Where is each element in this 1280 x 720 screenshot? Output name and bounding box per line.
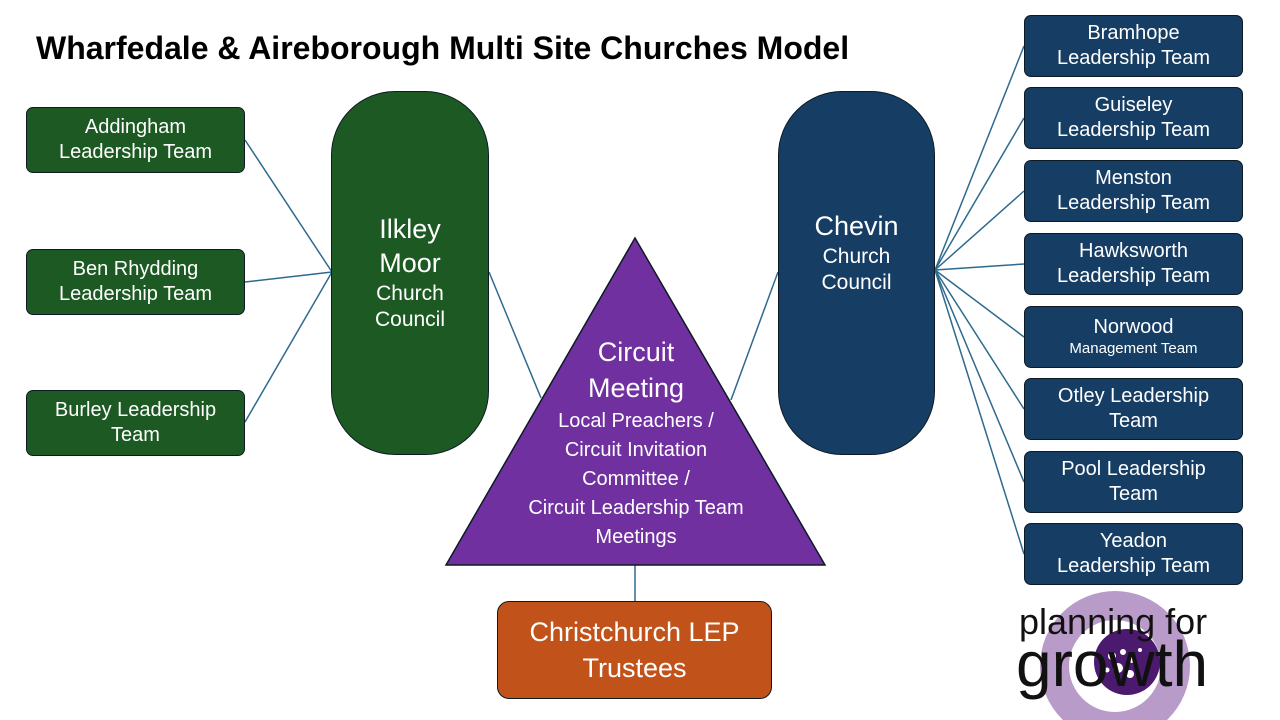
box-line: Team xyxy=(1109,410,1158,432)
box-line: Leadership Team xyxy=(1056,192,1211,214)
pill-line: Council xyxy=(821,270,892,294)
chevin-church-council: Chevin Church Council xyxy=(778,91,935,455)
box-line: Guiseley xyxy=(1094,94,1173,116)
logo-line-1: planning for xyxy=(1019,601,1207,642)
connector-hawksworth xyxy=(934,263,1025,271)
logo-line-2: growth xyxy=(1016,628,1208,700)
tri-line: Committee / xyxy=(582,467,690,490)
tri-line: Circuit Leadership Team xyxy=(528,496,744,519)
box-line: Otley Leadership xyxy=(1057,385,1210,407)
connector-norwood xyxy=(934,269,1025,338)
box-line: Leadership Team xyxy=(1056,47,1211,69)
connector-guiseley xyxy=(934,117,1025,271)
page-title: Wharfedale & Aireborough Multi Site Chur… xyxy=(36,30,850,66)
lep-line: Christchurch LEP xyxy=(529,616,740,647)
box-line: Ben Rhydding xyxy=(72,258,199,280)
box-line: Yeadon xyxy=(1099,530,1168,552)
box-line: Leadership Team xyxy=(58,283,213,305)
connector-menston xyxy=(934,190,1025,271)
connector-addingham xyxy=(244,139,333,273)
pill-line: Church xyxy=(376,281,444,305)
box-line: Norwood xyxy=(1093,316,1174,339)
lep-line: Trustees xyxy=(582,653,687,683)
box-line: Addingham xyxy=(84,116,187,138)
box-line: Bramhope xyxy=(1087,22,1180,44)
box-line: Leadership Team xyxy=(1056,555,1211,577)
pill-line: Church xyxy=(822,244,891,268)
connector-burley xyxy=(244,271,333,423)
planning-for-growth-logo: planning for growth xyxy=(1016,591,1208,720)
connector-bramhope xyxy=(934,45,1025,271)
tri-line: Circuit Invitation xyxy=(564,438,708,461)
connector-yeadon xyxy=(934,269,1025,555)
tri-line: Meetings xyxy=(595,525,677,548)
connector-chevin-circuit xyxy=(730,271,779,401)
pill-line: Council xyxy=(374,307,446,331)
circuit-meeting-triangle xyxy=(444,236,827,566)
box-line: Team xyxy=(111,424,160,446)
pill-line: Chevin xyxy=(814,210,899,241)
tri-line: Meeting xyxy=(587,373,685,404)
box-line: Hawksworth xyxy=(1079,240,1188,262)
box-line: Leadership Team xyxy=(58,141,213,163)
box-line: Pool Leadership xyxy=(1061,458,1206,480)
pill-line: Moor xyxy=(379,247,441,278)
connector-pool xyxy=(934,269,1025,483)
box-line: Team xyxy=(1109,483,1158,505)
box-line-small: Management Team xyxy=(1069,340,1198,358)
box-line: Menston xyxy=(1095,167,1172,189)
pill-line: Ilkley xyxy=(379,214,441,244)
connector-ben-rhydding xyxy=(244,271,333,283)
tri-line: Local Preachers / xyxy=(558,409,714,432)
tri-line: Circuit xyxy=(597,337,675,367)
circuit-meeting-text: Circuit Meeting Local Preachers / Circui… xyxy=(470,334,802,552)
connector-otley xyxy=(934,269,1025,410)
ilkley-moor-church-council: Ilkley Moor Church Council xyxy=(331,91,489,455)
box-line: Leadership Team xyxy=(1056,265,1211,287)
logo-dot-circle xyxy=(1094,629,1160,695)
christchurch-lep-trustees-box: Christchurch LEP Trustees xyxy=(497,601,772,699)
connector-ilkley-circuit xyxy=(488,271,542,399)
box-line: Leadership Team xyxy=(1056,119,1211,141)
box-line: Burley Leadership xyxy=(54,399,217,421)
